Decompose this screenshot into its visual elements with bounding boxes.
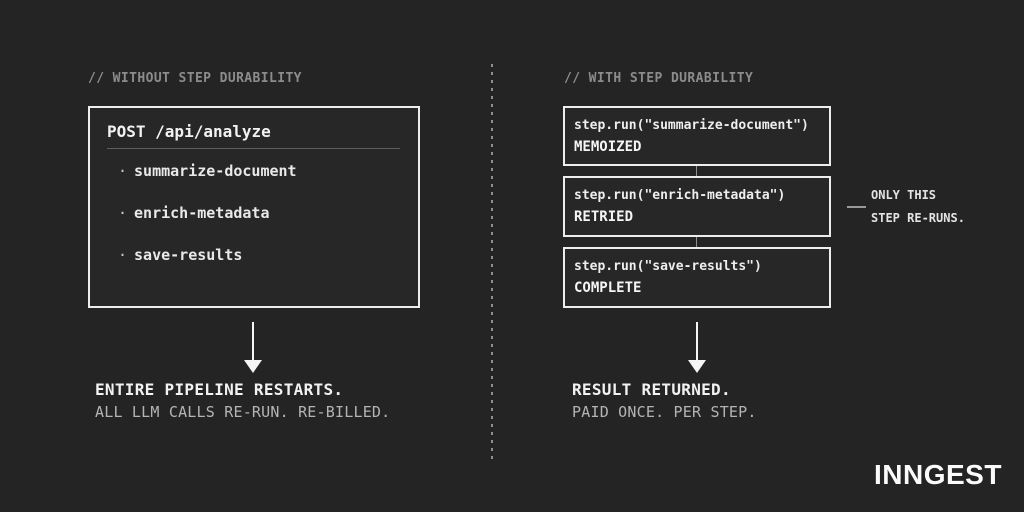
step-box-complete: step.run("save-results") COMPLETE xyxy=(563,247,831,308)
right-outcome-primary: RESULT RETURNED. xyxy=(572,380,731,399)
right-section-heading: // WITH STEP DURABILITY xyxy=(564,71,754,86)
bullet-icon: · xyxy=(118,246,128,264)
request-box-title: POST /api/analyze xyxy=(107,122,271,141)
bullet-icon: · xyxy=(118,162,128,180)
list-item: · enrich-metadata xyxy=(90,192,418,234)
down-arrow-icon xyxy=(688,322,706,373)
step-name: enrich-metadata xyxy=(134,204,270,222)
step-code: step.run("summarize-document") xyxy=(574,117,809,133)
step-name: summarize-document xyxy=(134,162,297,180)
bullet-icon: · xyxy=(118,204,128,222)
request-box-divider xyxy=(107,148,400,149)
annotation-connector-line xyxy=(847,206,866,208)
arrow-head xyxy=(688,360,706,373)
left-outcome-primary: ENTIRE PIPELINE RESTARTS. xyxy=(95,380,344,399)
inngest-logo: INNGEST xyxy=(874,459,1002,490)
step-connector xyxy=(696,166,697,176)
annotation-text: STEP RE-RUNS. xyxy=(871,211,965,225)
step-status: MEMOIZED xyxy=(574,138,642,155)
step-box-retried: step.run("enrich-metadata") RETRIED xyxy=(563,176,831,237)
left-section-heading: // WITHOUT STEP DURABILITY xyxy=(88,71,302,86)
down-arrow-icon xyxy=(244,322,262,373)
step-code: step.run("save-results") xyxy=(574,259,762,274)
right-outcome-secondary: PAID ONCE. PER STEP. xyxy=(572,403,757,421)
step-box-memoized: step.run("summarize-document") MEMOIZED xyxy=(563,106,831,166)
arrow-shaft xyxy=(252,322,254,360)
step-code: step.run("enrich-metadata") xyxy=(574,188,786,203)
request-pipeline-box: POST /api/analyze · summarize-document ·… xyxy=(88,106,420,308)
step-connector xyxy=(696,237,697,247)
annotation-text: ONLY THIS xyxy=(871,188,937,202)
left-outcome-secondary: ALL LLM CALLS RE-RUN. RE-BILLED. xyxy=(95,403,391,421)
step-status: RETRIED xyxy=(574,209,634,225)
arrow-head xyxy=(244,360,262,373)
dotted-divider xyxy=(491,64,493,464)
list-item: · save-results xyxy=(90,234,418,276)
request-step-list: · summarize-document · enrich-metadata ·… xyxy=(90,150,418,276)
arrow-shaft xyxy=(696,322,698,360)
step-status: COMPLETE xyxy=(574,280,642,296)
list-item: · summarize-document xyxy=(90,150,418,192)
step-name: save-results xyxy=(134,246,243,264)
